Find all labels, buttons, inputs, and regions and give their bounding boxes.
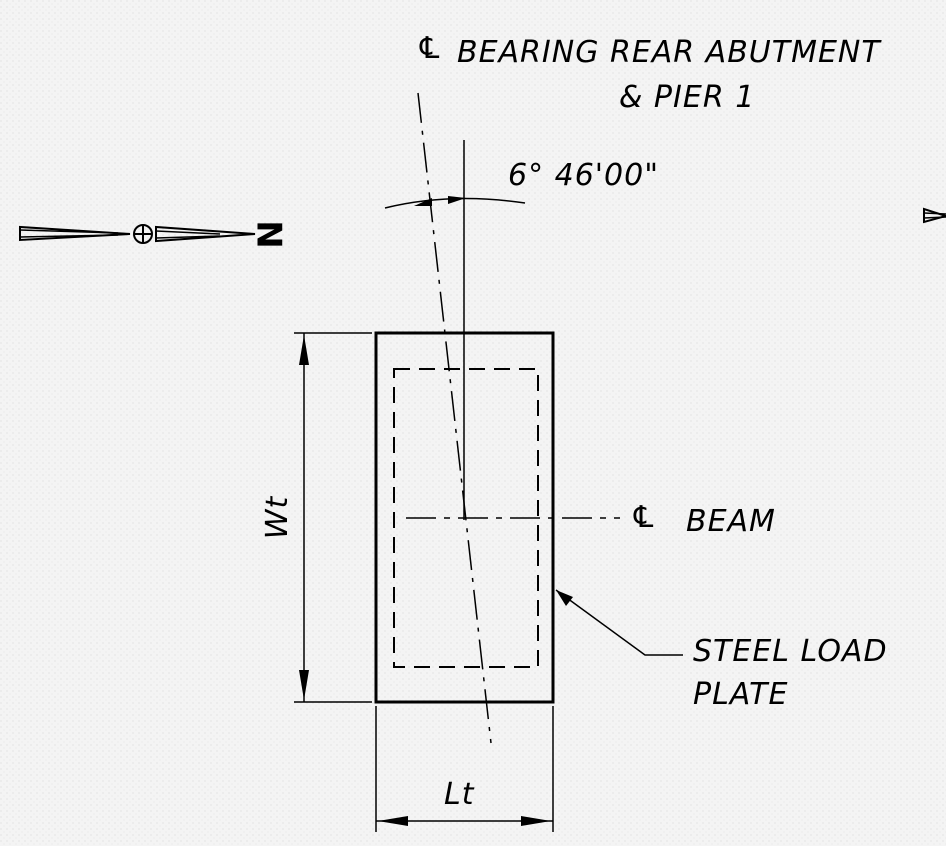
angle-arrow-left [414,198,432,206]
width-label: Wt [260,495,296,540]
bearing-label-line2: & PIER 1 [619,80,756,115]
north-arrow-icon-partial [923,207,946,224]
bearing-pad-outline [393,368,539,668]
angle-arrow-right [448,196,466,204]
lt-arrow-left [378,816,408,826]
north-label: N [248,220,289,250]
length-label: Lt [444,777,475,812]
bearing-label-line1: BEARING REAR ABUTMENT [457,35,881,70]
plate-label-line1: STEEL LOAD [693,634,888,669]
lt-arrow-right [521,816,551,826]
beam-cl-symbol: ℄ [630,500,658,535]
plate-label-line2: PLATE [693,677,789,712]
plate-leader-line [555,589,683,656]
north-arrow-icon [19,224,256,244]
wt-arrow-bottom [299,670,309,700]
wt-arrow-top [299,335,309,365]
bearing-cl-symbol: ℄ [416,31,444,66]
plate-leader-arrow [556,590,573,606]
beam-label: BEAM [686,504,776,539]
skew-angle-label: 6° 46'00" [508,158,660,193]
